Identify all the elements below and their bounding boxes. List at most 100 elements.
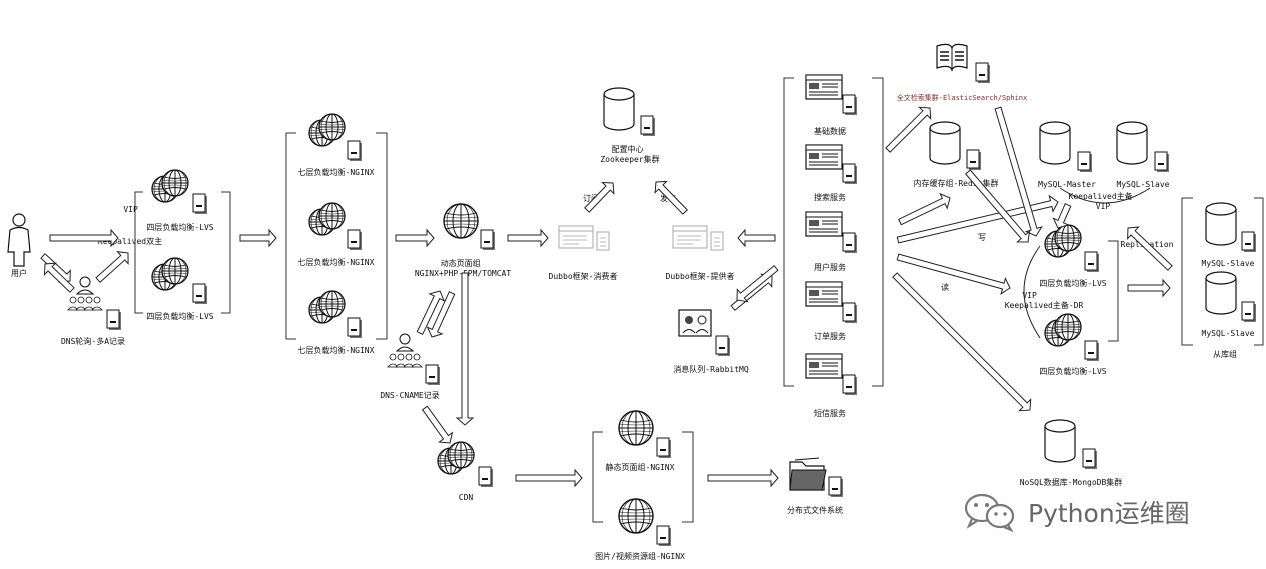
media-doc-icon xyxy=(656,525,672,547)
vip-lvs-label: VIP Keepalived双主 xyxy=(98,205,162,246)
arrow-to-fulltext xyxy=(885,106,932,153)
dns-cname-people-icon xyxy=(387,333,423,368)
arrow-lvs-to-nginx xyxy=(239,228,277,248)
arrow-dynamic-to-cdn xyxy=(455,272,475,426)
mq-label: 消息队列-RabbitMQ xyxy=(673,364,749,374)
lvs2-doc-icon xyxy=(192,283,208,305)
arrow-services-to-mq xyxy=(736,264,779,303)
cdn-label: CDN xyxy=(459,493,474,502)
user-window-icon xyxy=(805,211,843,237)
vip-mysql-label: Keepalived主备 VIP xyxy=(1069,191,1138,211)
search-window-icon xyxy=(805,144,843,170)
order-window-icon xyxy=(805,281,843,307)
dynamic-doc-icon xyxy=(480,229,496,251)
mysql-slave-top-label: MySQL-Slave xyxy=(1117,180,1170,189)
arrow-services-to-provider xyxy=(737,228,776,248)
slave-b-label: MySQL-Slave xyxy=(1202,329,1255,338)
watermark-text: Python运维圈 xyxy=(1028,499,1190,528)
mysql-master-db-icon xyxy=(1039,121,1071,165)
arrow-mysql-to-lvs-db xyxy=(1052,203,1072,229)
vip-lvs-line2: Keepalived双主 xyxy=(98,236,162,246)
nginx1-label: 七层负载均衡-NGINX xyxy=(298,167,375,177)
watermark: Python运维圈 xyxy=(962,492,1190,532)
lvs1-doc-icon xyxy=(192,193,208,215)
fulltext-label: 全文检索集群-ElasticSearch/Sphinx xyxy=(897,93,1028,102)
folder-icon xyxy=(789,457,827,491)
basic-data-doc-icon xyxy=(842,94,858,116)
arrow-to-mysql-master xyxy=(896,194,1059,244)
mysql-master-label: MySQL-Master xyxy=(1038,180,1096,189)
nginx3-doc-icon xyxy=(347,317,363,339)
dns-cname-doc-icon xyxy=(425,364,441,386)
cdn-globe-icon xyxy=(437,441,475,475)
mysql-slave-top-doc-icon xyxy=(1154,151,1170,173)
nginx1-globe-icon xyxy=(308,113,346,147)
slave-bracket-right xyxy=(1254,197,1264,346)
order-doc-icon xyxy=(842,302,858,324)
media-globe-icon xyxy=(618,498,654,534)
vip-dr-line1: VIP xyxy=(1022,291,1037,300)
dns-cname-label: DNS-CNAME记录 xyxy=(380,391,439,400)
arrow-fulltext-to-lvs-db xyxy=(994,106,1043,237)
book-icon xyxy=(936,43,968,72)
config-line2: Zookeeper集群 xyxy=(600,154,659,164)
arrow-user-to-lvs xyxy=(49,228,119,248)
vip-dr-label: VIP Keepalived主备-DR xyxy=(1005,291,1084,310)
mongodb-doc-icon xyxy=(1082,448,1098,470)
user-icon xyxy=(7,213,31,267)
static-group-label: 静态页面组-NGINX xyxy=(606,462,675,472)
nginx2-globe-icon xyxy=(308,202,346,236)
subscribe-label: 订阅 xyxy=(583,193,599,203)
lvs-db1-doc-icon xyxy=(1084,251,1100,273)
dubbo-consumer-icon xyxy=(558,225,610,251)
user-label: 用户 xyxy=(11,268,27,278)
nginx-bracket-left xyxy=(285,132,296,340)
vip-mysql-line1: Keepalived主备 xyxy=(1069,191,1133,201)
search-doc-icon xyxy=(842,163,858,185)
arrow-static-to-dfs xyxy=(707,468,779,488)
svc-basic-label: 基础数据 xyxy=(814,126,846,136)
arrow-lvs-db-to-slaves xyxy=(1127,278,1171,298)
nginx2-doc-icon xyxy=(347,229,363,251)
mysql-slave-top-db-icon xyxy=(1116,121,1148,165)
lvs1-label: 四层负载均衡-LVS xyxy=(146,222,213,232)
rabbitmq-icon xyxy=(678,309,712,337)
nginx-bracket-right xyxy=(376,132,388,340)
lvs-db-bracket xyxy=(1108,240,1119,342)
dns-rr-label: DNS轮询-多A记录 xyxy=(61,336,125,346)
svc-user-label: 用户服务 xyxy=(814,262,846,272)
slave-bracket-left xyxy=(1181,197,1193,346)
nginx3-label: 七层负载均衡-NGINX xyxy=(298,345,375,355)
lvs-bracket-right xyxy=(221,191,231,314)
dubbo-consumer-label: Dubbo框架-消费者 xyxy=(549,271,618,281)
svc-search-label: 搜索服务 xyxy=(814,192,846,202)
arrow-dynamic-to-cname xyxy=(426,291,456,338)
arrow-cdn-to-static xyxy=(515,468,583,488)
dubbo-provider-icon xyxy=(672,225,724,251)
read-label: 读 xyxy=(941,282,949,292)
slave-a-label: MySQL-Slave xyxy=(1202,259,1255,268)
arrow-redis-to-lvs-db xyxy=(964,169,1031,243)
lvs2-globe-icon xyxy=(151,257,189,291)
vip-mysql-line2: VIP xyxy=(1096,202,1111,211)
mysql-master-doc-icon xyxy=(1077,151,1093,173)
arrow-to-lvs-db xyxy=(896,253,1011,295)
config-line1: 配置中心 xyxy=(612,144,644,154)
fulltext-doc-icon xyxy=(975,62,991,84)
vip-dr-line2: Keepalived主备-DR xyxy=(1005,300,1084,310)
dfs-doc-icon xyxy=(828,476,844,498)
arrow-to-redis xyxy=(898,192,951,226)
lvs-db2-doc-icon xyxy=(1084,340,1100,362)
static-doc-icon xyxy=(656,437,672,459)
user-doc-icon xyxy=(842,232,858,254)
nginx2-label: 七层负载均衡-NGINX xyxy=(298,257,375,267)
dynamic-line1: 动态页面组 xyxy=(441,258,481,268)
arrow-cname-to-cdn xyxy=(421,405,454,444)
arrow-provider-publish xyxy=(654,180,688,215)
zookeeper-doc-icon xyxy=(640,115,656,137)
slave-b-doc-icon xyxy=(1241,301,1257,323)
vip-lvs-line1: VIP xyxy=(123,205,138,214)
static-globe-icon xyxy=(618,410,654,446)
arrow-cname-to-dynamic xyxy=(416,290,446,335)
